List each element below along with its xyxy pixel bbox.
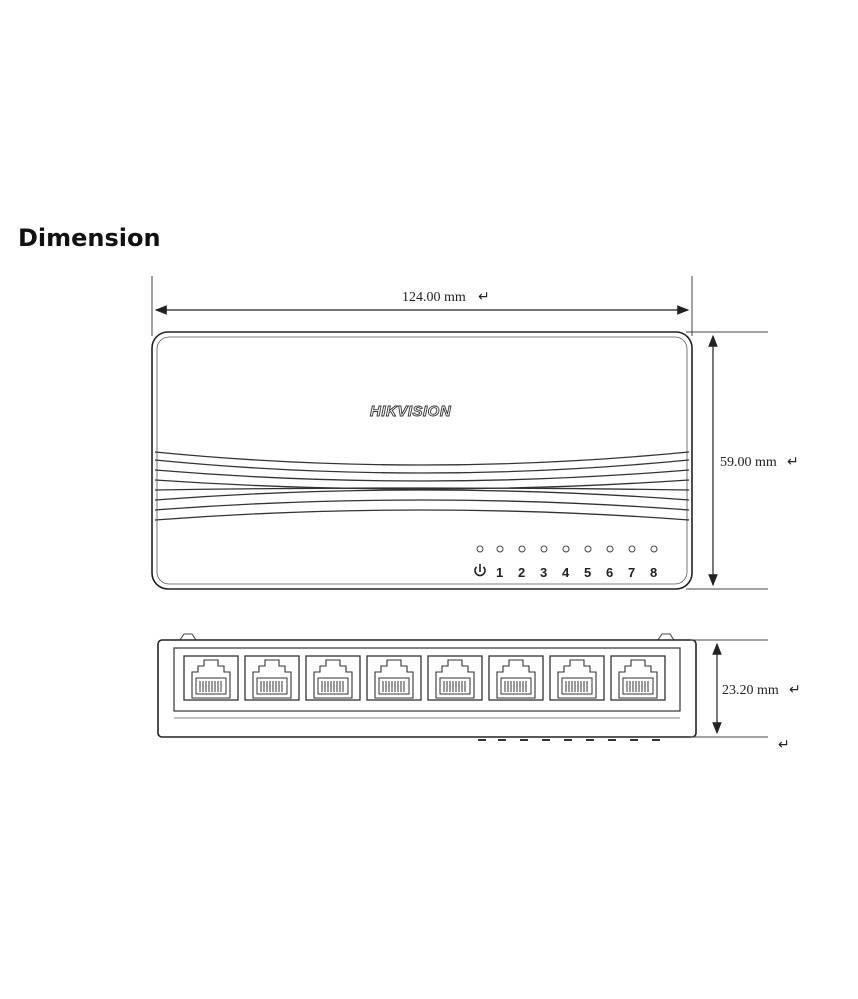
return-mark: ↵ [478,290,490,305]
port-label-2: 2 [518,565,525,580]
port-label-6: 6 [606,565,613,580]
power-icon [474,564,486,577]
front-view: 23.20 mm ↵ ↵ [157,633,801,753]
top-view: 124.00 mm ↵ HIKVISION [151,276,799,590]
depth-dimension-label: 23.20 mm [722,683,779,698]
brand-logo: HIKVISION [370,403,452,420]
port-label-5: 5 [584,565,591,580]
return-mark: ↵ [778,738,790,753]
switch-top-body [151,331,693,590]
wave-stripes [154,451,690,521]
rj45-port-5 [427,655,483,701]
rj45-port-4 [366,655,422,701]
port-label-4: 4 [562,565,570,580]
return-mark: ↵ [787,455,799,470]
rj45-port-2 [244,655,300,701]
page-title: Dimension [18,224,161,252]
rj45-port-6 [488,655,544,701]
height-dimension-label: 59.00 mm [720,455,777,470]
width-dimension-label: 124.00 mm [402,290,466,305]
led-row [476,545,658,553]
rj45-port-7 [549,655,605,701]
port-label-3: 3 [540,565,547,580]
port-label-7: 7 [628,565,635,580]
return-mark: ↵ [789,683,801,698]
port-label-8: 8 [650,565,657,580]
rj45-port-8 [610,655,666,701]
port-label-1: 1 [496,565,503,580]
rj45-port-3 [305,655,361,701]
rj45-port-1 [183,655,239,701]
